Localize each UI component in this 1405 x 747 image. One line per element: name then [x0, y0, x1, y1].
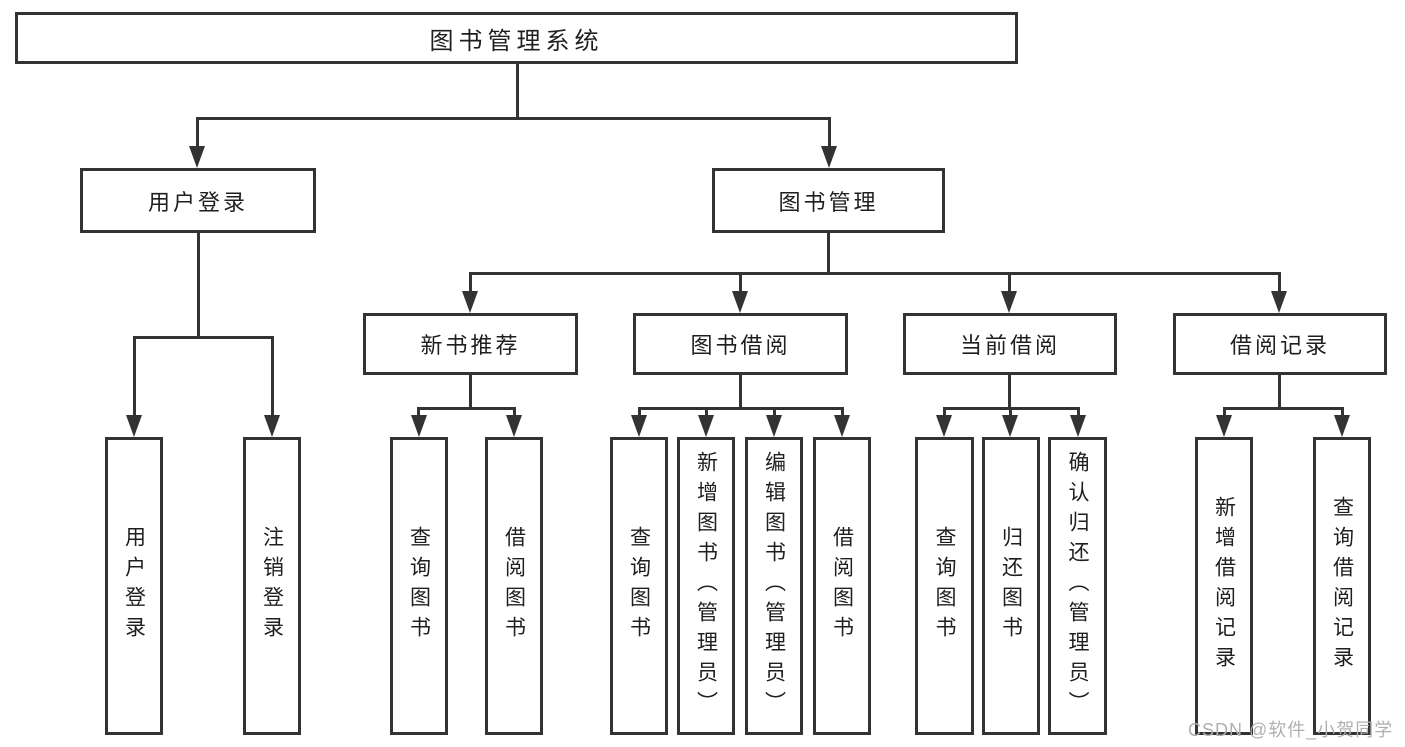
down-arrow-icon	[631, 415, 647, 437]
down-arrow-icon	[189, 146, 205, 168]
leaf-edit-books-admin-label: 编辑图书（管理员）	[762, 451, 786, 721]
leaf-query-books-3-label: 查询图书	[933, 526, 956, 646]
node-book-management-label: 图书管理	[778, 189, 879, 215]
down-arrow-icon	[834, 415, 850, 437]
leaf-add-borrow-record: 新增借阅记录	[1195, 437, 1253, 735]
connector-line	[197, 233, 200, 336]
node-new-book-recommend-label: 新书推荐	[420, 333, 521, 358]
connector-line	[469, 272, 1280, 275]
leaf-borrow-books-2-label: 借阅图书	[830, 526, 854, 646]
connector-line	[773, 407, 776, 417]
leaf-add-borrow-record-label: 新增借阅记录	[1212, 496, 1236, 676]
leaf-borrow-books-1: 借阅图书	[485, 437, 543, 735]
connector-line	[638, 407, 844, 410]
down-arrow-icon	[936, 415, 952, 437]
leaf-user-login: 用户登录	[105, 437, 163, 735]
connector-line	[827, 233, 830, 272]
node-root: 图书管理系统	[15, 12, 1018, 64]
connector-line	[739, 375, 742, 407]
down-arrow-icon	[1002, 415, 1018, 437]
down-arrow-icon	[1334, 415, 1350, 437]
leaf-query-books-1: 查询图书	[390, 437, 448, 735]
connector-line	[1278, 272, 1281, 293]
leaf-add-books-admin-label: 新增图书（管理员）	[694, 451, 718, 721]
down-arrow-icon	[766, 415, 782, 437]
connector-line	[271, 336, 274, 416]
down-arrow-icon	[126, 415, 142, 437]
connector-line	[828, 117, 831, 147]
leaf-return-books: 归还图书	[982, 437, 1040, 735]
csdn-watermark: CSDN @软件_小贺同学	[1188, 720, 1394, 740]
leaf-confirm-return-admin-label: 确认归还（管理员）	[1066, 451, 1089, 721]
leaf-query-books-2-label: 查询图书	[627, 526, 651, 646]
down-arrow-icon	[821, 146, 837, 168]
leaf-edit-books-admin: 编辑图书（管理员）	[745, 437, 803, 735]
leaf-add-books-admin: 新增图书（管理员）	[677, 437, 735, 735]
leaf-return-books-label: 归还图书	[999, 526, 1023, 646]
down-arrow-icon	[1070, 415, 1086, 437]
connector-line	[739, 272, 742, 293]
leaf-query-borrow-record: 查询借阅记录	[1313, 437, 1371, 735]
connector-line	[1341, 407, 1344, 417]
leaf-logout: 注销登录	[243, 437, 301, 735]
down-arrow-icon	[1001, 291, 1017, 313]
leaf-logout-label: 注销登录	[260, 526, 284, 646]
down-arrow-icon	[1271, 291, 1287, 313]
leaf-query-books-3: 查询图书	[915, 437, 974, 735]
node-book-borrow: 图书借阅	[633, 313, 848, 375]
node-book-management: 图书管理	[712, 168, 945, 233]
connector-line	[1223, 407, 1226, 417]
connector-line	[513, 407, 516, 417]
connector-line	[133, 336, 273, 339]
leaf-confirm-return-admin: 确认归还（管理员）	[1048, 437, 1107, 735]
connector-line	[417, 407, 420, 417]
node-root-label: 图书管理系统	[429, 27, 604, 55]
node-new-book-recommend: 新书推荐	[363, 313, 578, 375]
leaf-query-books-2: 查询图书	[610, 437, 668, 735]
connector-line	[1008, 375, 1011, 407]
connector-line	[943, 407, 946, 417]
leaf-query-books-1-label: 查询图书	[407, 526, 431, 646]
connector-line	[196, 117, 199, 147]
connector-line	[705, 407, 708, 417]
node-borrow-record-label: 借阅记录	[1229, 333, 1330, 358]
connector-line	[638, 407, 641, 417]
down-arrow-icon	[264, 415, 280, 437]
leaf-borrow-books-2: 借阅图书	[813, 437, 871, 735]
connector-line	[469, 375, 472, 407]
node-current-borrow-label: 当前借阅	[959, 333, 1060, 358]
node-borrow-record: 借阅记录	[1173, 313, 1387, 375]
node-user-login-label: 用户登录	[147, 189, 248, 215]
connector-line	[1008, 272, 1011, 293]
node-user-login: 用户登录	[80, 168, 316, 233]
connector-line	[1077, 407, 1080, 417]
connector-line	[196, 117, 831, 120]
down-arrow-icon	[411, 415, 427, 437]
leaf-query-borrow-record-label: 查询借阅记录	[1330, 496, 1354, 676]
connector-line	[841, 407, 844, 417]
down-arrow-icon	[698, 415, 714, 437]
leaf-borrow-books-1-label: 借阅图书	[502, 526, 526, 646]
connector-line	[516, 64, 519, 117]
down-arrow-icon	[732, 291, 748, 313]
connector-line	[1278, 375, 1281, 407]
leaf-user-login-label: 用户登录	[122, 526, 146, 646]
down-arrow-icon	[1216, 415, 1232, 437]
node-book-borrow-label: 图书借阅	[690, 333, 791, 358]
down-arrow-icon	[462, 291, 478, 313]
connector-line	[1223, 407, 1344, 410]
down-arrow-icon	[506, 415, 522, 437]
connector-line	[133, 336, 136, 416]
node-current-borrow: 当前借阅	[903, 313, 1117, 375]
connector-line	[469, 272, 472, 293]
connector-line	[1009, 407, 1012, 417]
connector-line	[417, 407, 516, 410]
